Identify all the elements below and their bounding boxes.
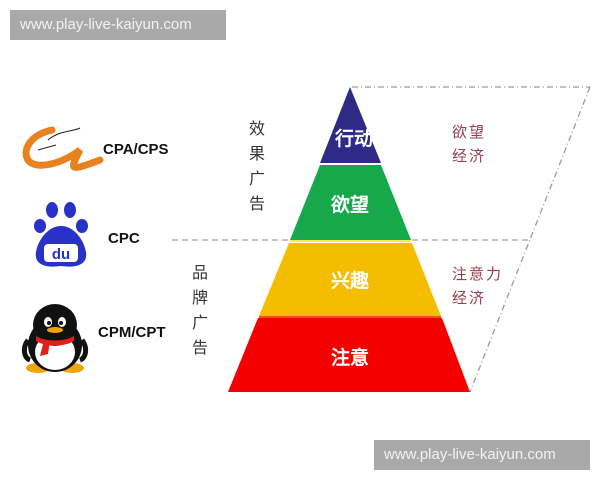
alibaba-logo-icon: [22, 126, 104, 171]
pyramid-label-attention: 注意: [330, 347, 369, 369]
label-cpm-cpt: CPM/CPT: [98, 324, 166, 341]
label-cpa-cps: CPA/CPS: [103, 141, 169, 158]
qq-penguin-logo-icon: [21, 304, 89, 373]
label-brand-ads: 品 牌 广 告: [191, 263, 208, 357]
pyramid-layer-interest: [259, 243, 441, 316]
baidu-paw-text: du: [52, 246, 70, 263]
watermark-top: www.play-live-kaiyun.com: [10, 10, 226, 40]
pyramid-label-interest: 兴趣: [330, 270, 369, 292]
pyramid-layer-desire: [290, 165, 411, 240]
watermark-bottom: www.play-live-kaiyun.com: [374, 440, 590, 470]
label-performance-ads: 效 果 广 告: [248, 119, 265, 213]
pyramid-layer-attention: [228, 318, 470, 392]
label-cpc: CPC: [108, 230, 140, 247]
label-desire-economy: 欲望 经济: [452, 123, 487, 165]
pyramid-label-action: 行动: [334, 128, 373, 150]
label-attention-economy: 注意力 经济: [452, 265, 504, 307]
pyramid-label-desire: 欲望: [330, 194, 369, 216]
baidu-paw-logo-icon: du: [34, 202, 88, 267]
pyramid-layer-action: [320, 87, 381, 163]
inverted-trapezoid-outline: [352, 86, 591, 393]
